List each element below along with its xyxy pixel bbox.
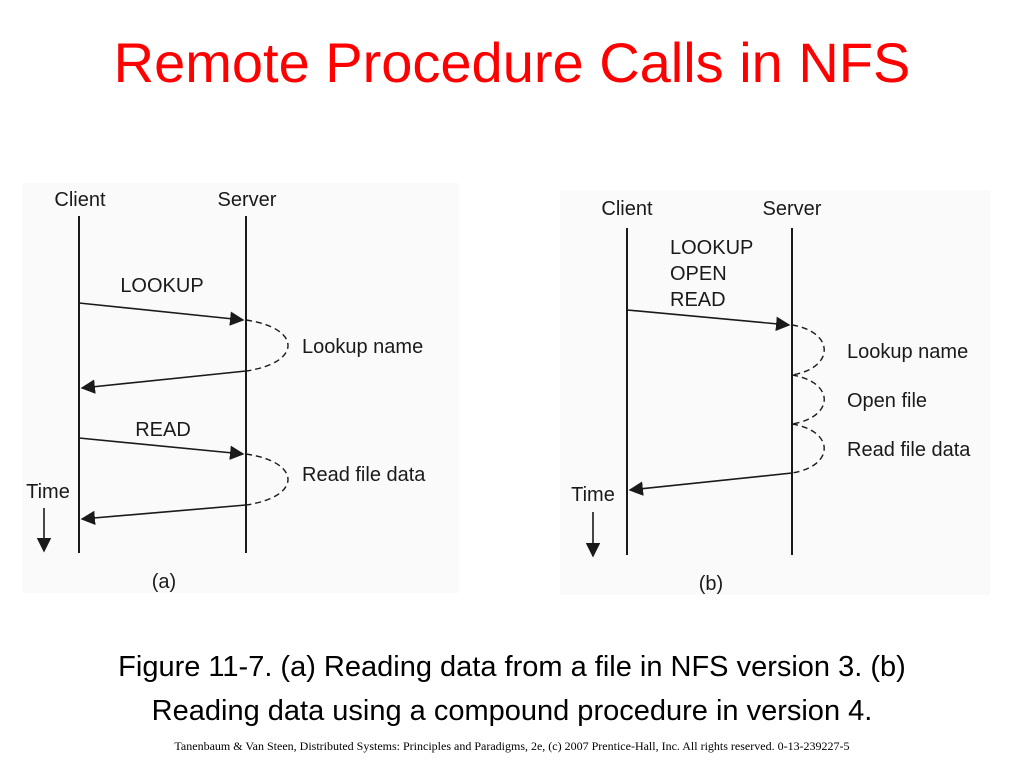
open-process-arc xyxy=(791,374,825,425)
diagram-a-svg: Client Server LOOKUP Lookup name READ Re… xyxy=(26,189,426,593)
read-process-arc xyxy=(791,423,825,474)
read-request-label: READ xyxy=(135,419,191,441)
panel-b-label: (b) xyxy=(699,573,723,595)
read-process-label: Read file data xyxy=(302,464,426,486)
time-label: Time xyxy=(26,481,70,503)
read-process-arc xyxy=(245,453,289,506)
compound-reply-arrow xyxy=(628,472,793,496)
read-process-label: Read file data xyxy=(847,439,971,461)
lookup-request-arrow xyxy=(78,302,245,326)
request-line-lookup: LOOKUP xyxy=(670,237,753,259)
copyright-footer: Tanenbaum & Van Steen, Distributed Syste… xyxy=(174,739,850,753)
diagram-a-panel: Client Server LOOKUP Lookup name READ Re… xyxy=(22,183,459,593)
panel-a-label: (a) xyxy=(152,571,176,593)
request-line-read: READ xyxy=(670,289,726,311)
read-reply-arrow xyxy=(80,504,247,526)
server-label: Server xyxy=(763,198,822,220)
compound-request-arrow xyxy=(626,309,791,331)
lookup-process-arc xyxy=(245,319,289,372)
client-label: Client xyxy=(601,198,653,220)
open-process-label: Open file xyxy=(847,390,927,412)
server-label: Server xyxy=(218,189,277,211)
caption-line-2: Reading data using a compound procedure … xyxy=(151,695,873,727)
lookup-process-arc xyxy=(791,324,825,376)
caption-line-1: Figure 11-7. (a) Reading data from a fil… xyxy=(118,651,906,683)
lookup-request-label: LOOKUP xyxy=(120,275,203,297)
client-label: Client xyxy=(54,189,106,211)
figure-caption: Figure 11-7. (a) Reading data from a fil… xyxy=(30,645,994,733)
slide-title: Remote Procedure Calls in NFS xyxy=(113,31,911,94)
diagram-b-panel: Client Server LOOKUP OPEN READ Lookup na… xyxy=(560,190,990,595)
read-request-arrow xyxy=(78,437,245,460)
request-line-open: OPEN xyxy=(670,263,727,285)
time-label: Time xyxy=(571,484,615,506)
lookup-process-label: Lookup name xyxy=(847,341,968,363)
lookup-process-label: Lookup name xyxy=(302,336,423,358)
diagram-b-svg: Client Server LOOKUP OPEN READ Lookup na… xyxy=(571,198,971,595)
lookup-reply-arrow xyxy=(80,370,247,394)
